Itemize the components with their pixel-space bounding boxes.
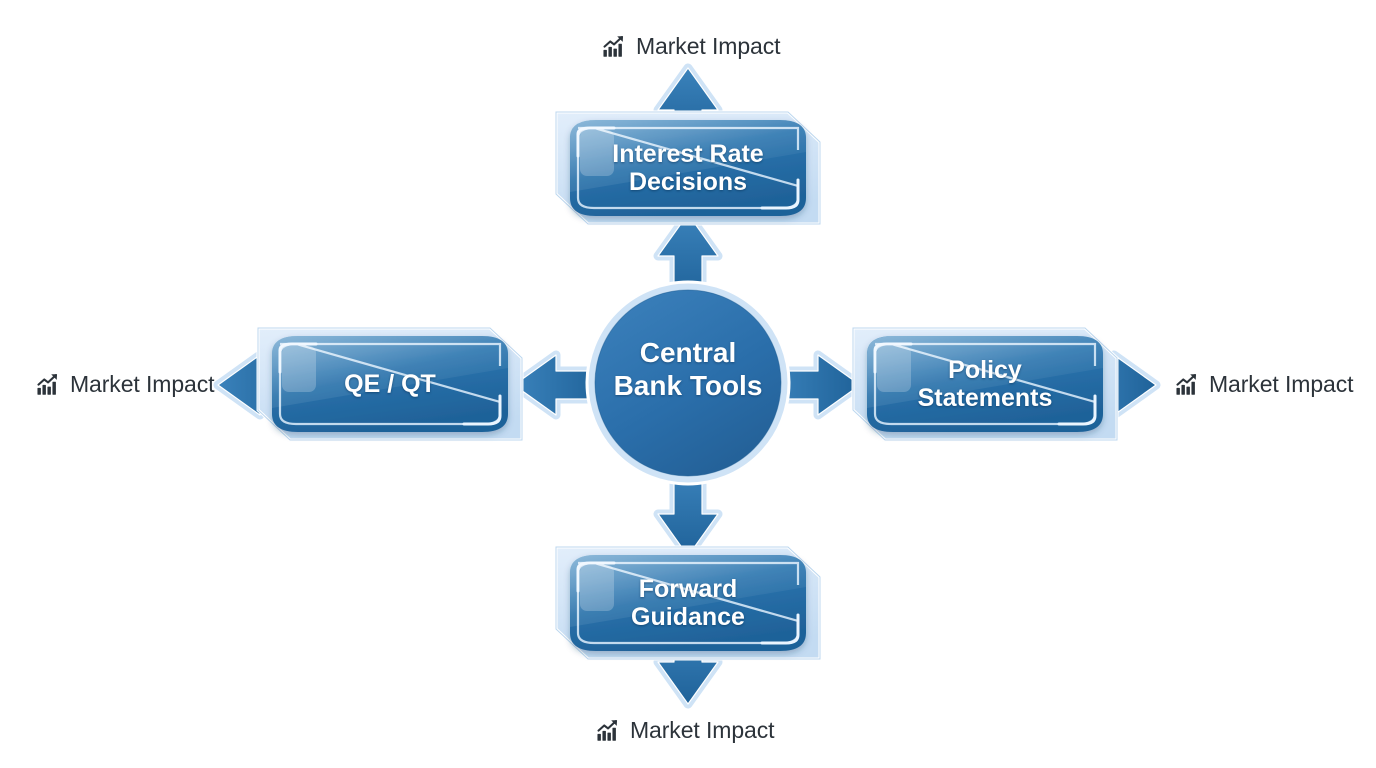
node-qe-qt[interactable] xyxy=(258,328,522,440)
outcome-label-top: Market Impact xyxy=(602,33,781,59)
outcome-label-text: Market Impact xyxy=(630,717,775,743)
outcome-label-bottom: Market Impact xyxy=(596,717,775,743)
arrow-hub-to-qe-qt xyxy=(509,350,609,420)
hub-central-bank-tools[interactable] xyxy=(585,280,791,486)
outcome-label-text: Market Impact xyxy=(636,33,781,59)
chart-growth-icon xyxy=(597,720,618,741)
chart-growth-icon xyxy=(1176,374,1197,395)
node-interest-rate-decisions[interactable] xyxy=(556,112,820,224)
outcome-label-text: Market Impact xyxy=(70,371,215,397)
node-forward-guidance[interactable] xyxy=(556,547,820,659)
outcome-label-left: Market Impact xyxy=(36,371,215,397)
chart-growth-icon xyxy=(603,36,624,57)
outcome-label-right: Market Impact xyxy=(1175,371,1354,397)
node-policy-statements[interactable] xyxy=(853,328,1117,440)
chart-growth-icon xyxy=(37,374,58,395)
outcome-label-text: Market Impact xyxy=(1209,371,1354,397)
